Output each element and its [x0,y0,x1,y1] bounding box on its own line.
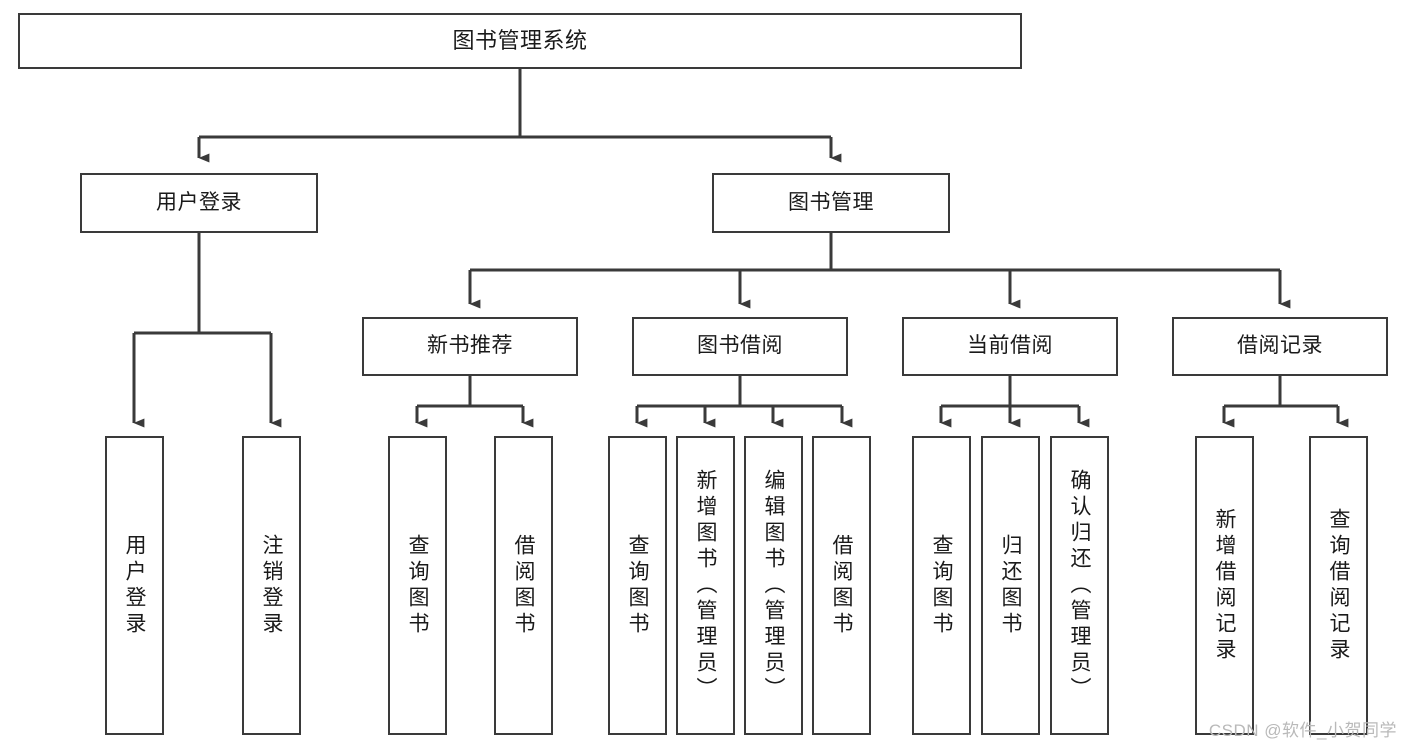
node-label: 新增图书（管理员） [694,468,717,703]
node-label: 图书管理系统 [452,28,588,54]
node-leaf-user-login-logout[interactable]: 注销登录 [242,436,301,735]
node-label: 查询借阅记录 [1327,507,1350,664]
node-leaf-book-borrow-edit[interactable]: 编辑图书（管理员） [744,436,803,735]
node-label: 注销登录 [260,533,283,638]
node-leaf-new-book-borrow[interactable]: 借阅图书 [494,436,553,735]
watermark-text: CSDN @软件_小贺同学 [1208,721,1397,740]
node-current-borrow[interactable]: 当前借阅 [902,317,1118,376]
node-leaf-new-book-query[interactable]: 查询图书 [388,436,447,735]
node-label: 查询图书 [406,533,429,638]
node-leaf-current-borrow-return[interactable]: 归还图书 [981,436,1040,735]
node-label: 查询图书 [626,533,649,638]
node-label: 借阅图书 [830,533,853,638]
node-leaf-current-borrow-query[interactable]: 查询图书 [912,436,971,735]
node-label: 新书推荐 [427,334,513,358]
node-book-borrow[interactable]: 图书借阅 [632,317,848,376]
node-label: 当前借阅 [967,334,1053,358]
node-label: 用户登录 [156,190,242,214]
node-leaf-book-borrow-query[interactable]: 查询图书 [608,436,667,735]
node-book-management[interactable]: 图书管理 [712,173,950,233]
node-leaf-current-borrow-confirm-return[interactable]: 确认归还（管理员） [1050,436,1109,735]
node-new-book-recommend[interactable]: 新书推荐 [362,317,578,376]
node-leaf-user-login-login[interactable]: 用户登录 [105,436,164,735]
node-label: 借阅图书 [512,533,535,638]
node-root-book-management-system[interactable]: 图书管理系统 [18,13,1022,69]
node-label: 借阅记录 [1237,334,1323,358]
node-label: 图书借阅 [697,334,783,358]
node-borrow-record[interactable]: 借阅记录 [1172,317,1388,376]
node-user-login[interactable]: 用户登录 [80,173,318,233]
node-leaf-borrow-record-add[interactable]: 新增借阅记录 [1195,436,1254,735]
node-leaf-borrow-record-query[interactable]: 查询借阅记录 [1309,436,1368,735]
node-leaf-book-borrow-add[interactable]: 新增图书（管理员） [676,436,735,735]
node-label: 确认归还（管理员） [1068,468,1091,703]
node-leaf-book-borrow-borrow[interactable]: 借阅图书 [812,436,871,735]
node-label: 查询图书 [930,533,953,638]
node-label: 编辑图书（管理员） [762,468,785,703]
node-label: 图书管理 [788,190,874,214]
node-label: 新增借阅记录 [1213,507,1236,664]
node-label: 用户登录 [123,533,146,638]
node-label: 归还图书 [999,533,1022,638]
